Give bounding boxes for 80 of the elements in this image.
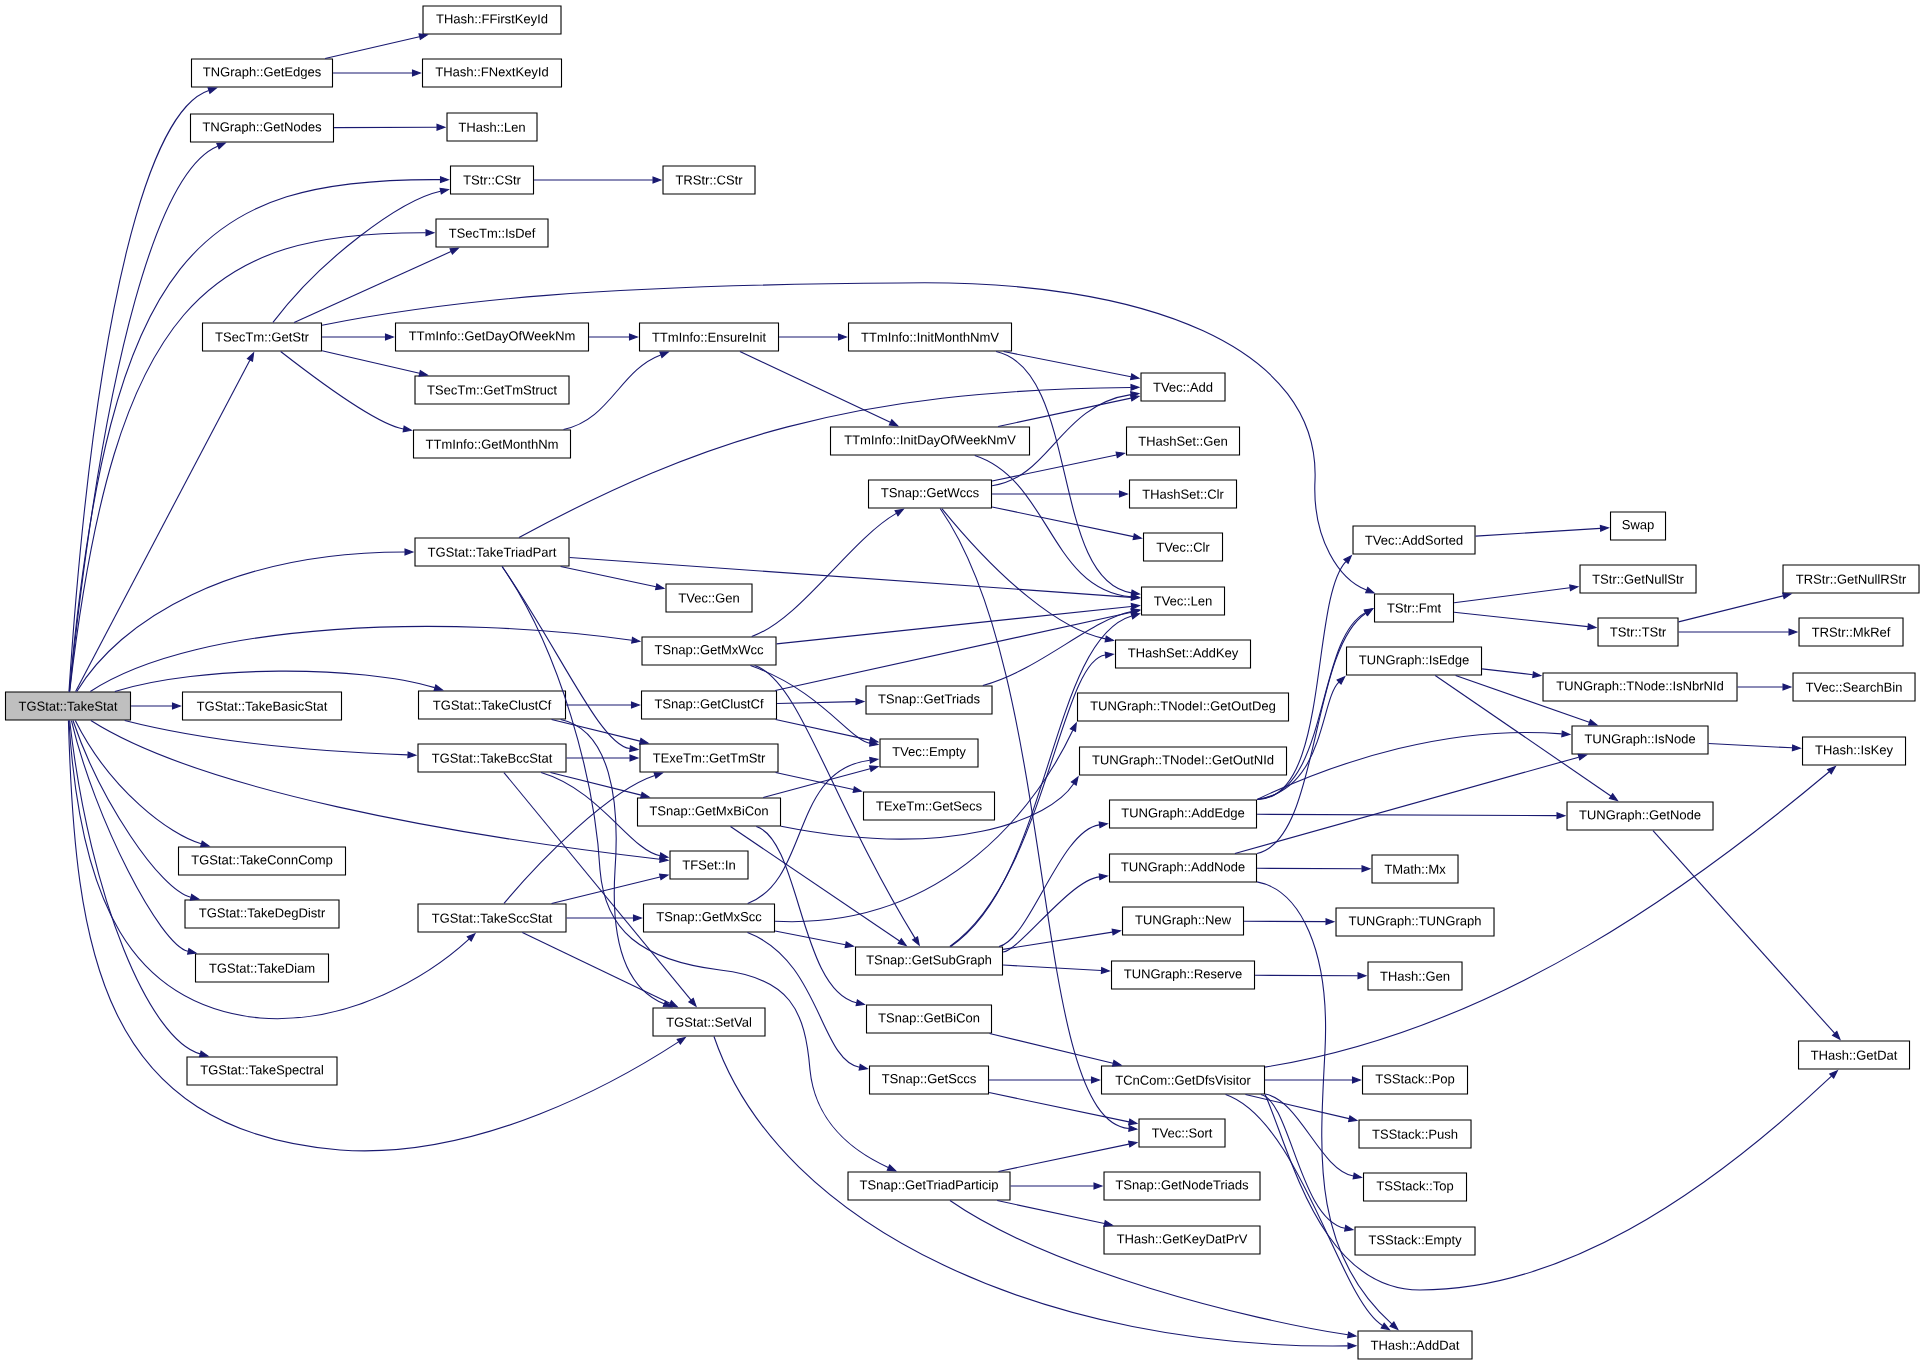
- function-box: TRStr::MkRef: [1798, 617, 1904, 647]
- function-box: TVec::Empty: [879, 738, 979, 768]
- function-box: TGStat::TakeSpectral: [186, 1056, 338, 1086]
- function-box: TSnap::GetWccs: [867, 479, 993, 509]
- function-box: TFSet::In: [669, 850, 749, 880]
- function-box: TVec::AddSorted: [1352, 525, 1476, 555]
- function-box: TUNGraph::TUNGraph: [1335, 907, 1495, 937]
- function-box: THash::Len: [446, 112, 538, 142]
- function-box: THashSet::AddKey: [1114, 639, 1252, 669]
- function-box: TSnap::GetSubGraph: [854, 946, 1004, 976]
- function-box: TUNGraph::TNode::IsNbrNId: [1542, 672, 1738, 702]
- function-box: TExeTm::GetSecs: [862, 791, 996, 821]
- function-box: TSStack::Empty: [1354, 1226, 1476, 1256]
- function-box: TUNGraph::AddNode: [1108, 853, 1258, 883]
- function-box: TUNGraph::AddEdge: [1108, 799, 1258, 829]
- function-box: TVec::SearchBin: [1792, 672, 1916, 702]
- function-box: TTmInfo::InitDayOfWeekNmV: [829, 426, 1031, 456]
- function-box: TExeTm::GetTmStr: [639, 743, 779, 773]
- function-box: TGStat::TakeDiam: [194, 953, 330, 983]
- function-box: TSStack::Push: [1358, 1119, 1472, 1149]
- function-box: THash::Gen: [1367, 961, 1463, 991]
- function-box: TRStr::CStr: [662, 165, 756, 195]
- function-box: TSnap::GetTriadParticip: [847, 1171, 1011, 1201]
- function-box: TVec::Sort: [1138, 1118, 1226, 1148]
- function-box: TCnCom::GetDfsVisitor: [1100, 1065, 1266, 1095]
- function-box: THash::IsKey: [1801, 736, 1907, 766]
- function-box: TStr::TStr: [1597, 617, 1679, 647]
- function-box: TUNGraph::GetNode: [1566, 801, 1714, 831]
- function-box: TSnap::GetMxScc: [642, 903, 776, 933]
- function-box: TVec::Gen: [665, 583, 753, 613]
- function-box: TGStat::TakeSccStat: [417, 903, 567, 933]
- function-box: TSnap::GetClustCf: [640, 690, 778, 720]
- function-box: TGStat::SetVal: [652, 1007, 766, 1037]
- function-box: TGStat::TakeDegDistr: [184, 899, 340, 929]
- function-box: TSecTm::GetTmStruct: [414, 375, 570, 405]
- function-box: THash::FNextKeyId: [421, 58, 563, 88]
- function-box: TUNGraph::IsEdge: [1345, 646, 1483, 676]
- function-box: TNGraph::GetNodes: [189, 113, 335, 143]
- function-box: THash::GetKeyDatPrV: [1103, 1225, 1261, 1255]
- function-box: TStr::Fmt: [1373, 593, 1455, 623]
- function-box: TSnap::GetSccs: [868, 1065, 990, 1095]
- function-box: TStr::GetNullStr: [1579, 564, 1697, 594]
- function-box: TTmInfo::GetDayOfWeekNm: [394, 322, 590, 352]
- function-box: TUNGraph::TNodeI::GetOutNId: [1078, 746, 1288, 776]
- function-box: TUNGraph::Reserve: [1110, 960, 1256, 990]
- function-box: TSStack::Pop: [1361, 1065, 1469, 1095]
- function-box: TUNGraph::New: [1121, 906, 1245, 936]
- function-box: TNGraph::GetEdges: [190, 58, 334, 88]
- function-box: TGStat::TakeTriadPart: [414, 537, 570, 567]
- function-box: THash::FFirstKeyId: [422, 5, 562, 35]
- function-box: Swap: [1609, 511, 1667, 541]
- function-box: TVec::Add: [1140, 372, 1226, 402]
- function-box: TSnap::GetMxWcc: [641, 636, 777, 666]
- function-box: TGStat::TakeBccStat: [417, 743, 567, 773]
- function-box: THash::GetDat: [1797, 1040, 1911, 1070]
- function-box: TRStr::GetNullRStr: [1782, 564, 1920, 594]
- function-box: TStr::CStr: [449, 165, 535, 195]
- function-box: TSnap::GetBiCon: [865, 1004, 993, 1034]
- function-box: TUNGraph::TNodeI::GetOutDeg: [1076, 692, 1290, 722]
- function-box: TSStack::Top: [1362, 1172, 1468, 1202]
- function-box: TTmInfo::InitMonthNmV: [847, 322, 1013, 352]
- function-box: TSnap::GetNodeTriads: [1103, 1171, 1261, 1201]
- function-box: TGStat::TakeConnComp: [177, 846, 347, 876]
- function-box: TVec::Clr: [1142, 532, 1224, 562]
- function-box: THashSet::Clr: [1128, 479, 1238, 509]
- function-box: TVec::Len: [1140, 586, 1226, 616]
- function-box: TSecTm::IsDef: [435, 218, 549, 248]
- arrow: [1256, 608, 1374, 854]
- function-box: TMath::Mx: [1371, 854, 1459, 884]
- function-box: TTmInfo::GetMonthNm: [412, 429, 572, 459]
- function-box: TSnap::GetTriads: [865, 685, 993, 715]
- function-box: TUNGraph::IsNode: [1571, 725, 1709, 755]
- function-box: TSecTm::GetStr: [201, 322, 323, 352]
- function-box: TGStat::TakeStat: [4, 691, 132, 721]
- function-box: THashSet::Gen: [1125, 426, 1241, 456]
- function-box: THash::AddDat: [1357, 1330, 1473, 1360]
- function-box: TTmInfo::EnsureInit: [638, 322, 780, 352]
- function-box: TSnap::GetMxBiCon: [636, 797, 782, 827]
- function-box: TGStat::TakeBasicStat: [181, 691, 343, 721]
- function-box: TGStat::TakeClustCf: [417, 690, 567, 720]
